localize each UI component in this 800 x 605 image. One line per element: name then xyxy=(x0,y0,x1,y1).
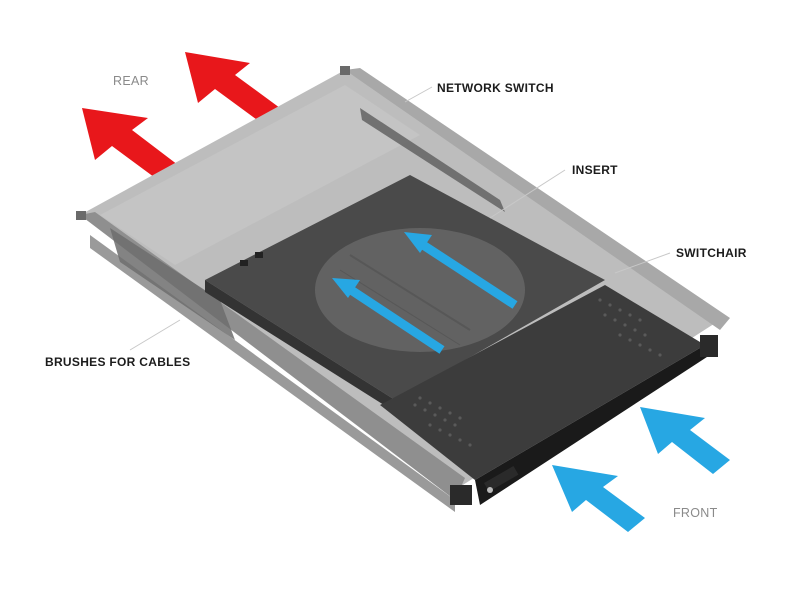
exhaust-arrow-right-icon xyxy=(185,52,280,122)
internal-airflow-arrow-right-icon xyxy=(404,232,518,309)
internal-airflow-arrow-left-icon xyxy=(332,278,445,354)
cable-brushes xyxy=(110,108,505,340)
label-rear: REAR xyxy=(113,74,149,88)
front-right-bracket xyxy=(700,335,718,357)
intake-arrow-right-icon xyxy=(640,407,730,474)
label-front: FRONT xyxy=(673,506,718,520)
label-switchair: SWITCHAIR xyxy=(676,246,747,260)
insert xyxy=(205,175,605,412)
front-left-bracket xyxy=(450,485,472,505)
label-brushes-for-cables: BRUSHES FOR CABLES xyxy=(45,355,191,369)
leader-lines xyxy=(129,86,671,351)
label-insert: INSERT xyxy=(572,163,618,177)
exhaust-arrow-left-icon xyxy=(82,108,178,180)
switchair-unit xyxy=(380,285,710,505)
intake-arrow-left-icon xyxy=(552,465,645,532)
label-network-switch: NETWORK SWITCH xyxy=(437,81,554,95)
